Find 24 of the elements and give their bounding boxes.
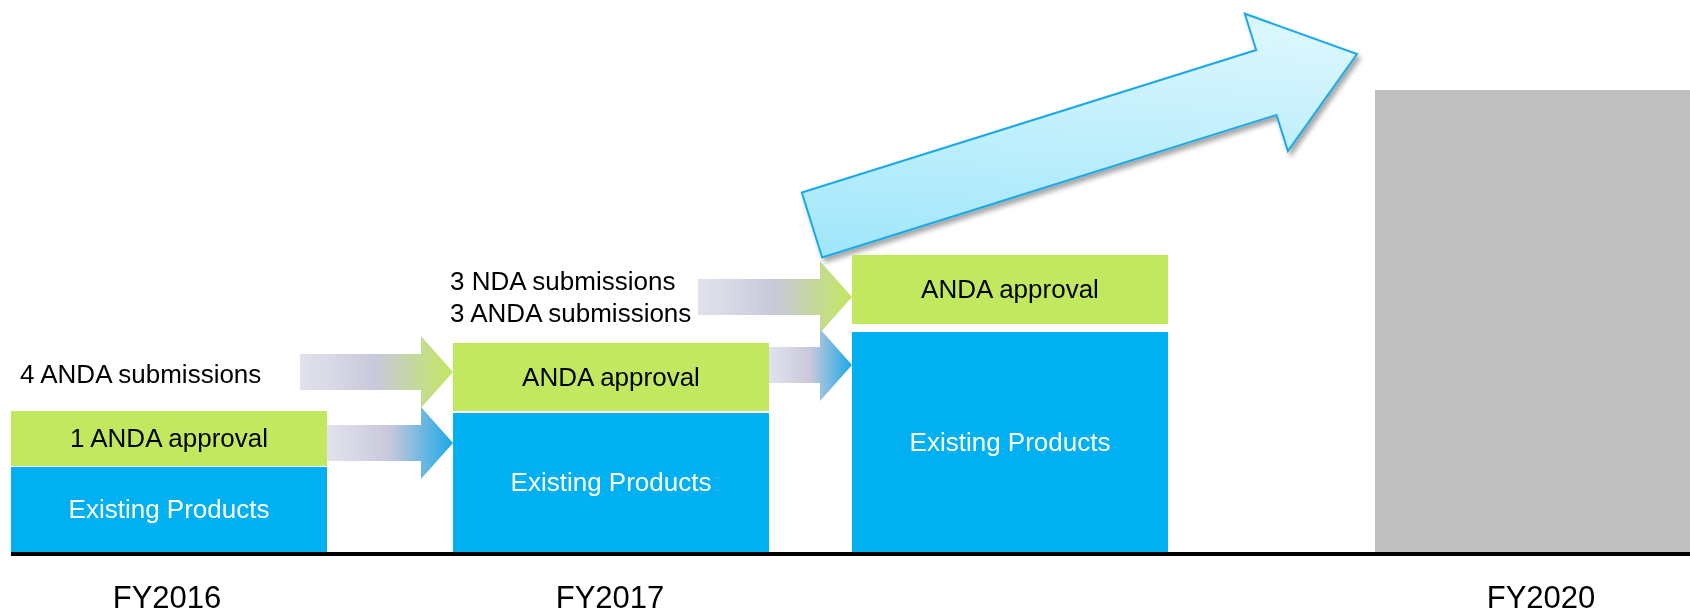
- block-arrow: [300, 336, 453, 408]
- year-label: FY2020: [1486, 580, 1596, 616]
- segment-label: ANDA approval: [522, 360, 700, 394]
- stacked-bar-segment: [11, 411, 327, 466]
- stacked-bar-segment: [852, 332, 1168, 552]
- segment-label: ANDA approval: [921, 273, 1099, 306]
- year-label: FY2017: [555, 580, 665, 616]
- segment-label: 1 ANDA approval: [70, 422, 268, 455]
- bar-block: [1375, 90, 1690, 552]
- annotation-text: 4 ANDA submissions: [20, 357, 262, 391]
- block-arrow: [327, 407, 453, 479]
- year-label: FY2016: [112, 580, 222, 616]
- annotation-text: 3 NDA submissions: [450, 264, 676, 297]
- stacked-bar-segment: [852, 255, 1168, 324]
- segment-label: Existing Products: [909, 425, 1111, 459]
- annotation-text: 3 ANDA submissions: [450, 297, 692, 330]
- stacked-bar-segment: [453, 343, 769, 411]
- stacked-bar-segment: [453, 413, 769, 552]
- segment-label: Existing Products: [510, 466, 712, 499]
- block-arrow: [769, 329, 852, 401]
- block-arrow: [800, 12, 1359, 259]
- segment-label: Existing Products: [68, 493, 270, 526]
- block-arrow: [698, 261, 852, 333]
- stacked-bar-segment: [11, 467, 327, 552]
